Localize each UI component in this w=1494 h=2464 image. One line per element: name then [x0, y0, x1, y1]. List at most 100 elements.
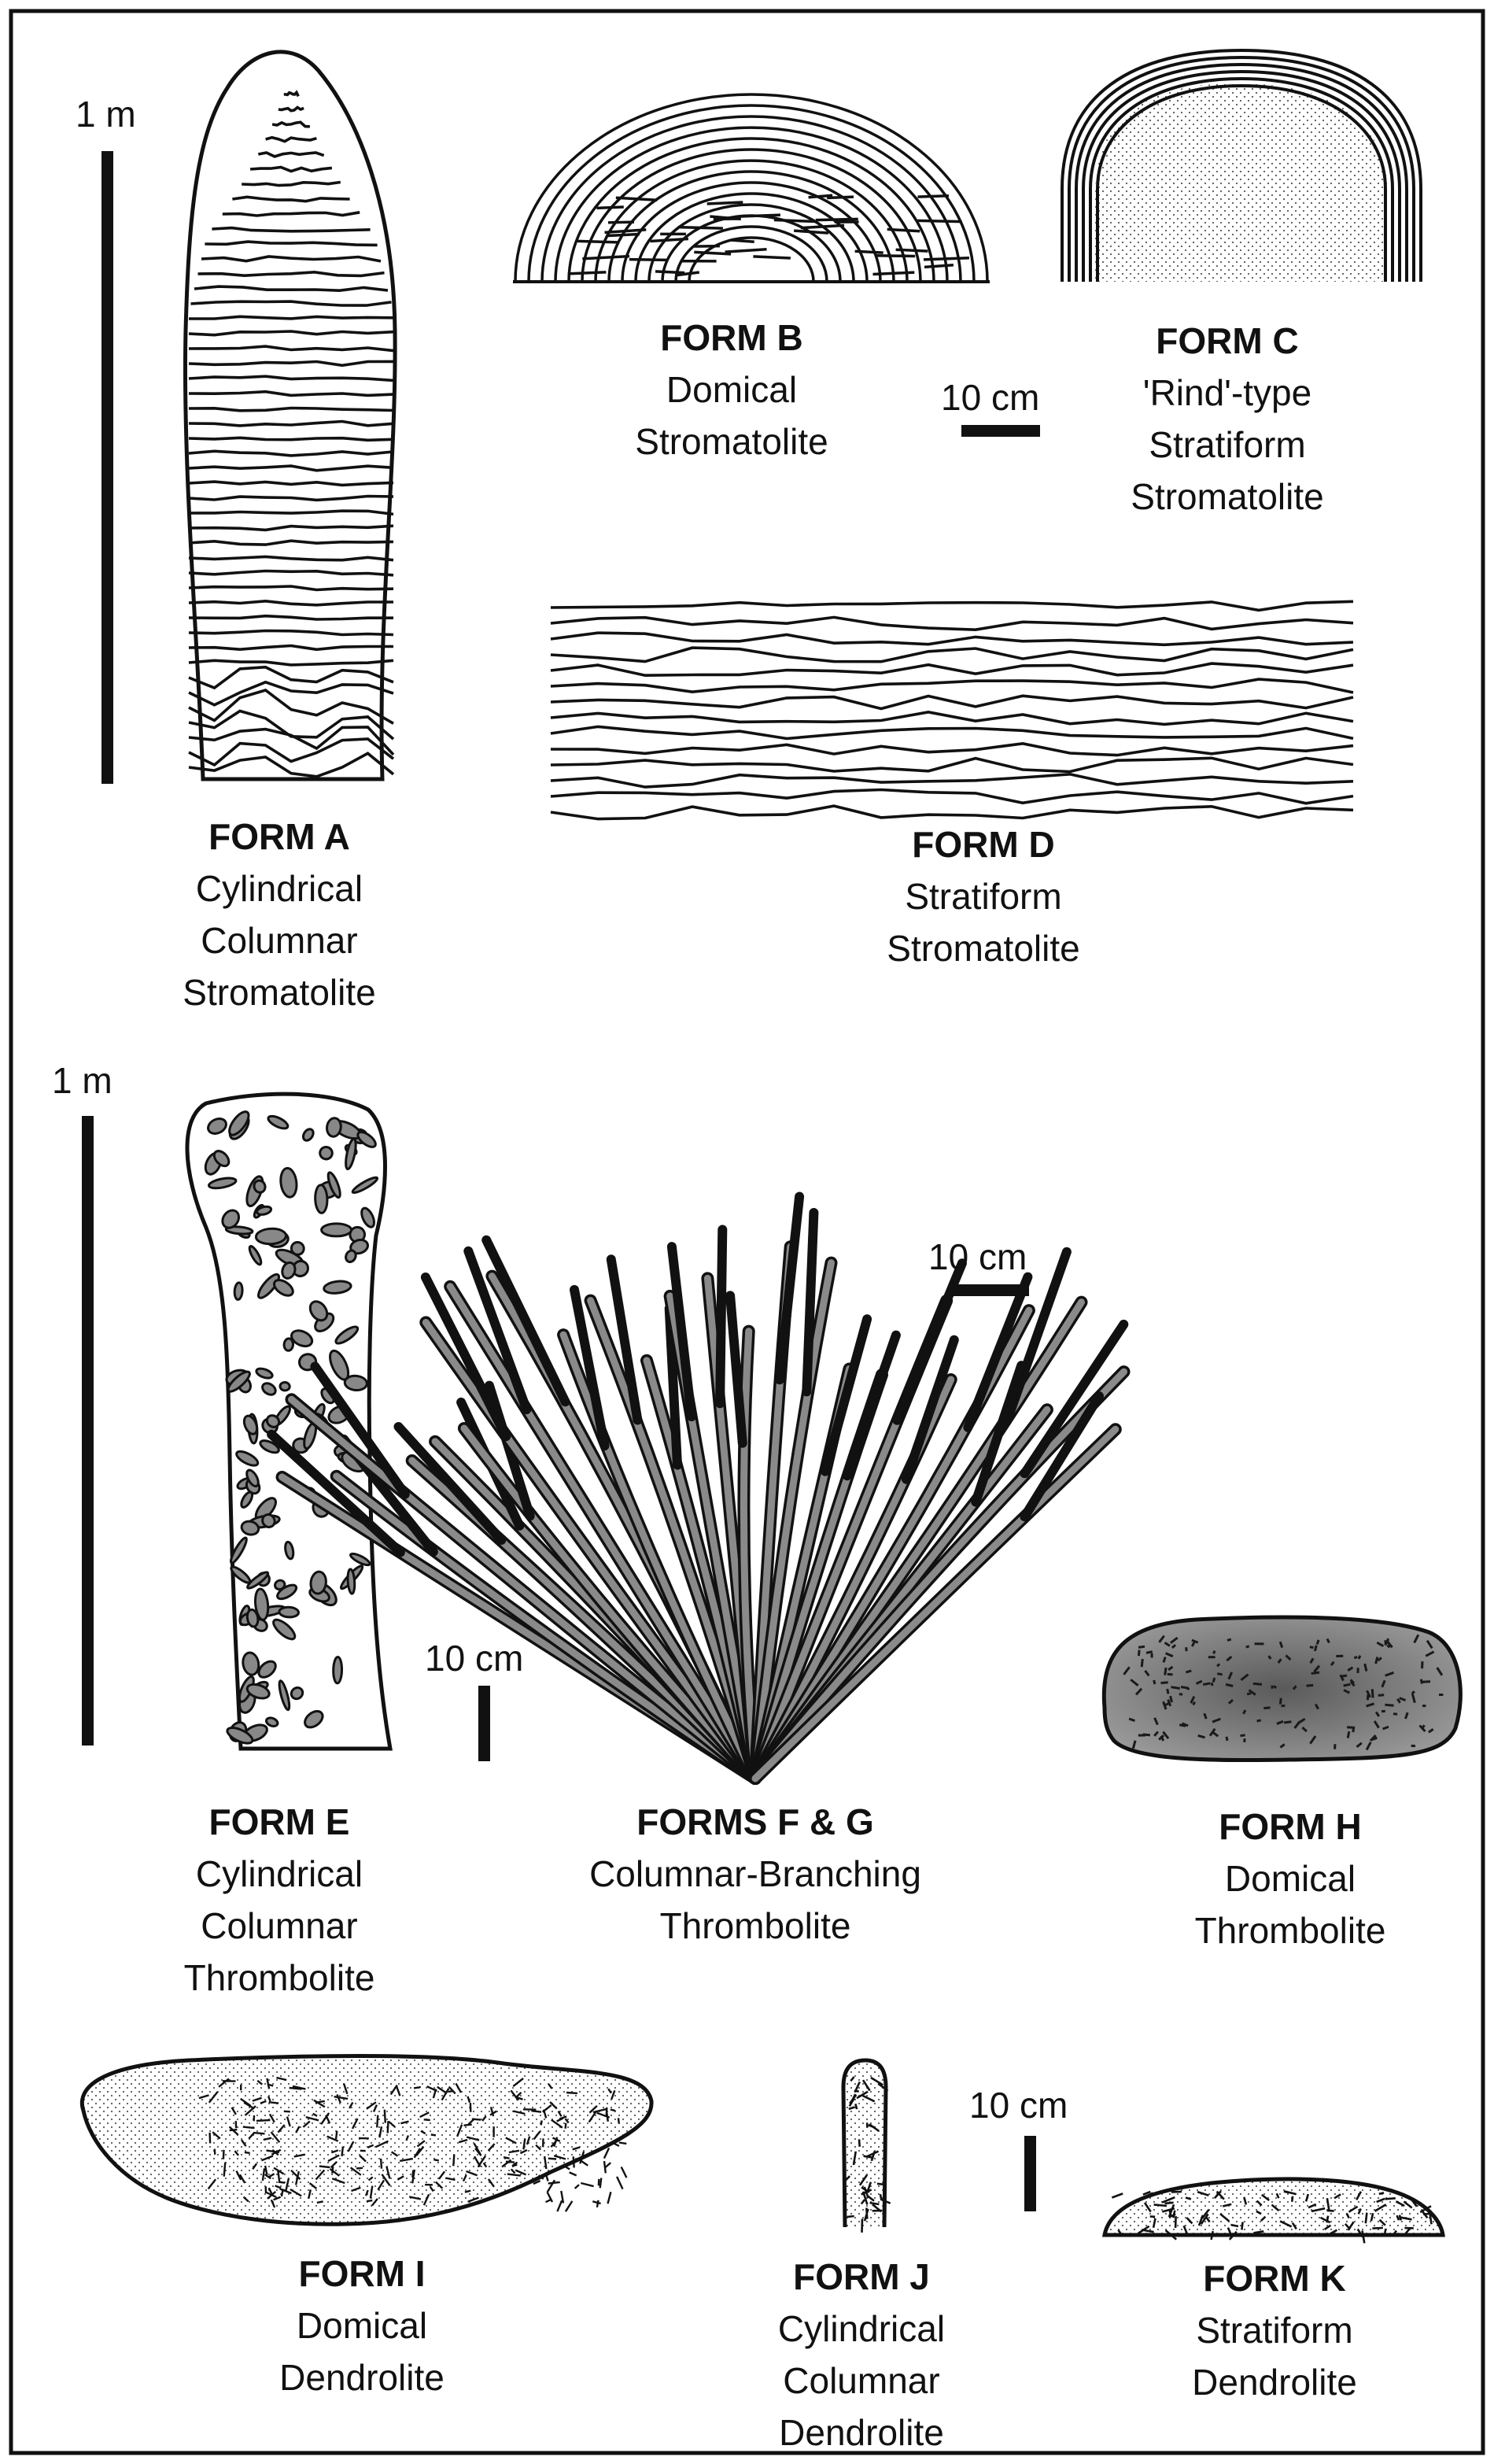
form-i-dendrite	[245, 2152, 250, 2153]
form-h-speck	[1393, 1712, 1397, 1716]
form-j-dendrite	[847, 2216, 854, 2217]
branch-fork	[730, 1295, 743, 1443]
form-a-lamina	[189, 616, 393, 619]
form-b-desc-1: Domical	[582, 364, 881, 416]
form-d-lamina	[551, 712, 1353, 725]
branch-fork	[720, 1230, 722, 1404]
form-a-lamina	[189, 526, 393, 530]
form-c-title: FORM C	[1086, 315, 1369, 367]
scale-bar-top-1m	[101, 151, 113, 784]
form-b-lamina-dash	[730, 240, 754, 242]
form-a-lamina	[189, 438, 393, 440]
form-i-dendrite	[575, 2185, 579, 2189]
form-i-dendrite	[557, 2200, 562, 2211]
form-d-lamina	[551, 663, 1353, 675]
form-b-desc-2: Stromatolite	[582, 416, 881, 467]
form-a-lamina	[223, 212, 360, 216]
form-d-lamina	[551, 648, 1353, 662]
form-h-speck	[1421, 1661, 1423, 1668]
scale-bar-jk-10cm	[1024, 2136, 1036, 2211]
form-k-dendrite	[1154, 2204, 1168, 2206]
form-h-speck	[1243, 1738, 1245, 1742]
form-h-speck	[1422, 1680, 1430, 1683]
form-e-desc-1: Cylindrical	[149, 1848, 409, 1900]
form-a-lamina	[189, 361, 393, 365]
form-i-desc-2: Dendrolite	[228, 2351, 496, 2403]
form-d-lamina	[551, 790, 1353, 803]
form-i-dendrite	[332, 2167, 333, 2174]
form-h-speck	[1179, 1693, 1183, 1696]
form-i-dendrite	[377, 2115, 378, 2128]
form-h-speck	[1411, 1745, 1415, 1747]
form-k-dendrite	[1366, 2213, 1367, 2224]
form-h-speck	[1336, 1655, 1343, 1657]
form-e-clot	[322, 1224, 352, 1236]
form-i-dendrite	[210, 2133, 211, 2144]
form-b-lamina-dash	[739, 215, 780, 216]
form-h-speck	[1281, 1705, 1285, 1707]
form-i-dendrite	[284, 2111, 290, 2112]
form-i-dendrite	[608, 2192, 611, 2204]
form-h-drawing	[1104, 1617, 1460, 1760]
form-b-lamina	[596, 161, 907, 282]
form-j-dendrite	[880, 2194, 881, 2200]
form-i-dendrite	[336, 2131, 337, 2139]
form-a-lamina	[189, 346, 393, 351]
form-e-title: FORM E	[149, 1796, 409, 1848]
form-e-drawing	[187, 1094, 390, 1749]
form-i-dendrite	[546, 2200, 551, 2202]
form-i-dendrite	[581, 2183, 593, 2186]
form-i-title: FORM I	[228, 2248, 496, 2300]
form-b-lamina-dash	[855, 251, 883, 253]
form-b-lamina-dash	[582, 257, 629, 259]
form-b-lamina-dash	[577, 241, 618, 242]
scale-label-e-10cm: 10 cm	[425, 1638, 523, 1678]
form-b-lamina-dash	[924, 258, 969, 260]
form-a-lamina	[189, 646, 393, 650]
branch-fork	[1024, 1324, 1123, 1473]
form-i-dendrite	[414, 2087, 421, 2088]
form-h-speck	[1255, 1642, 1264, 1645]
form-d-lamina	[551, 744, 1353, 755]
form-d-lamina	[551, 633, 1353, 645]
form-h-speck	[1334, 1744, 1336, 1749]
form-d-lamina	[551, 726, 1353, 738]
form-d-title: FORM D	[834, 818, 1133, 870]
form-i-dendrite	[433, 2159, 439, 2160]
caption-form-k: FORM K Stratiform Dendrolite	[1141, 2252, 1408, 2408]
form-i-dendrite	[622, 2167, 627, 2178]
form-a-lamina	[189, 376, 393, 380]
form-k-dendrite	[1423, 2214, 1430, 2215]
form-i-dendrite	[388, 2121, 389, 2133]
caption-form-c: FORM C 'Rind'-type Stratiform Stromatoli…	[1086, 315, 1369, 523]
form-h-speck	[1138, 1734, 1145, 1737]
form-i-dendrite	[464, 2125, 472, 2126]
form-a-lamina	[189, 660, 393, 665]
form-i-dendrite	[548, 2182, 560, 2184]
form-i-dendrite	[604, 2148, 609, 2159]
forms-fg-title: FORMS F & G	[551, 1796, 960, 1848]
form-i-dendrite	[317, 2201, 323, 2203]
form-i-dendrite	[279, 2182, 285, 2183]
form-i-dendrite	[611, 2110, 615, 2111]
form-i-dendrite	[618, 2118, 619, 2123]
form-b-lamina-dash	[827, 197, 854, 198]
form-i-dendrite	[548, 2180, 555, 2192]
form-b-lamina	[689, 238, 813, 282]
form-i-desc-1: Domical	[228, 2300, 496, 2351]
form-a-lamina	[272, 122, 310, 127]
form-a-lamina	[189, 631, 393, 635]
form-k-dendrite	[1165, 2203, 1174, 2204]
scale-bar-bottom-1m	[82, 1116, 94, 1745]
form-i-dendrite	[215, 2149, 216, 2155]
form-c-desc-3: Stromatolite	[1086, 471, 1369, 523]
form-b-lamina-dash	[917, 220, 961, 221]
form-a-lamina	[189, 601, 393, 605]
form-i-dendrite	[607, 2113, 608, 2122]
form-a-title: FORM A	[149, 811, 409, 863]
form-e-clot	[284, 1339, 293, 1351]
caption-form-d: FORM D Stratiform Stromatolite	[834, 818, 1133, 974]
form-k-dendrite	[1385, 2198, 1396, 2199]
form-k-drawing	[1105, 2179, 1443, 2244]
